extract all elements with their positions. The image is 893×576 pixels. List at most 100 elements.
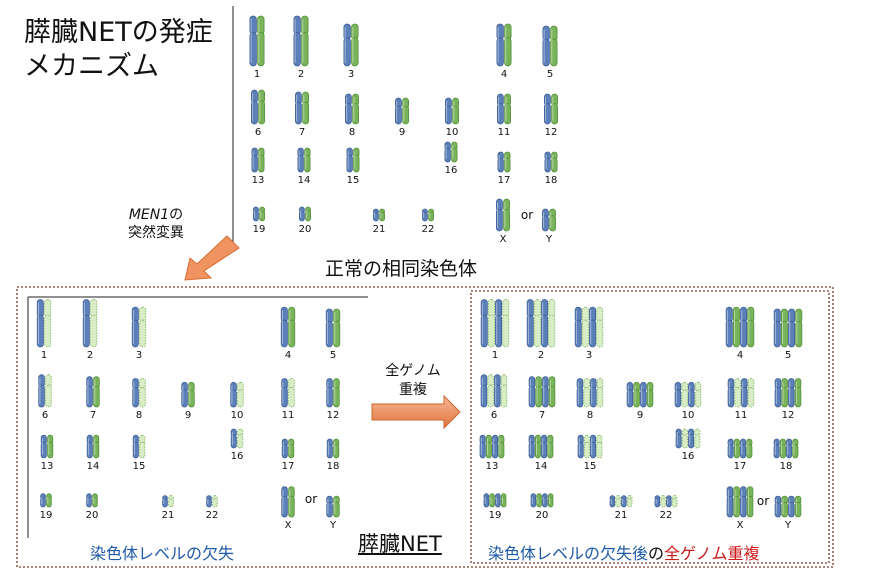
normal-chr20-1 — [298, 206, 305, 222]
deletion-chr12-2 — [333, 378, 340, 408]
deletion-karyotype — [36, 299, 341, 518]
wgd-chr3-1 — [574, 306, 582, 348]
wgd-chrY-2 — [781, 495, 788, 518]
wgd-chr8-4 — [596, 378, 604, 408]
wgd-chr21-3 — [621, 495, 627, 508]
deletion-chr17-1 — [281, 438, 288, 459]
normal-chr14-1 — [297, 147, 304, 173]
deletion-label-Y: Y — [329, 520, 337, 531]
wgd-chr20-4 — [547, 493, 554, 508]
normal-label-8: 8 — [348, 127, 356, 138]
wgd-chr2-1 — [526, 299, 534, 348]
wgd-chr22-1 — [654, 495, 661, 508]
normal-chr21-2 — [379, 208, 386, 222]
wgd-chr13-1 — [479, 434, 486, 459]
deletion-chr16-2 — [237, 428, 244, 449]
normal-chr7-2 — [302, 91, 310, 125]
pnet-label: 膵臓NET — [354, 528, 446, 558]
gene-suffix: の — [169, 207, 184, 223]
normal-chr3-1 — [343, 23, 351, 67]
deletion-label-5: 5 — [329, 350, 337, 361]
deletion-chr7-2 — [93, 376, 100, 408]
outer-dotted-frame — [16, 286, 834, 568]
normal-chr5-1 — [542, 25, 550, 67]
wgd-chr18-1 — [773, 438, 780, 459]
normal-label-2: 2 — [297, 69, 305, 80]
deletion-chr21-1 — [162, 495, 168, 508]
normal-label-14: 14 — [297, 175, 311, 186]
wgd-chr11-4 — [747, 378, 755, 408]
normal-chr1-2 — [257, 15, 265, 67]
normal-caption: 正常の相同染色体 — [325, 258, 478, 280]
normal-label-18: 18 — [544, 175, 558, 186]
wgd-chr18-4 — [792, 438, 799, 459]
normal-chr17-1 — [497, 151, 504, 173]
normal-chr2-2 — [301, 15, 309, 67]
wgd-chrX-4 — [746, 486, 754, 518]
wgd-chr10-4 — [694, 381, 702, 408]
deletion-chr15-2 — [139, 434, 146, 459]
wgd-chr18-3 — [786, 438, 793, 459]
normal-chr20-2 — [305, 206, 312, 222]
wgd-label-1: 1 — [491, 350, 499, 361]
wgd-chr3-2 — [581, 306, 589, 348]
normal-chr2-1 — [293, 15, 301, 67]
normal-chrX-2 — [503, 198, 511, 232]
normal-label-11: 11 — [497, 127, 511, 138]
deletion-label-8: 8 — [135, 410, 143, 421]
wgd-label-3: 3 — [585, 350, 593, 361]
wgd-chr21-4 — [626, 495, 633, 508]
deletion-chr14-2 — [93, 434, 100, 459]
normal-chr18-1 — [544, 151, 551, 173]
normal-chr14-2 — [304, 147, 311, 173]
deletion-chr4-2 — [288, 306, 296, 348]
mutation-type: 突然変異 — [128, 225, 184, 241]
normal-label-20: 20 — [298, 224, 312, 235]
normal-chr22-1 — [421, 208, 428, 222]
deletion-chr21-2 — [168, 495, 174, 508]
wgd-chr2-4 — [548, 299, 556, 348]
wgd-chr17-1 — [727, 438, 734, 459]
normal-chr15-2 — [353, 147, 360, 173]
wgd-chr6-2 — [487, 374, 494, 408]
wgd-label-5: 5 — [784, 350, 792, 361]
normal-chr12-1 — [544, 93, 551, 125]
deletion-chr5-1 — [325, 308, 333, 348]
deletion-label-X: X — [284, 520, 292, 531]
wgd-chr5-4 — [795, 308, 803, 348]
normal-or-label: or — [520, 208, 534, 222]
deletion-chr10-1 — [230, 381, 237, 408]
deletion-chrX-1 — [281, 486, 288, 518]
deletion-chr4-1 — [280, 306, 288, 348]
normal-label-5: 5 — [546, 69, 554, 80]
normal-chr10-2 — [452, 97, 460, 125]
wgd-chr5-3 — [788, 308, 796, 348]
deletion-chrX-2 — [288, 486, 295, 518]
wgd-chr10-3 — [688, 381, 695, 408]
wgd-label-X: X — [736, 520, 744, 531]
wgd-label-18: 18 — [779, 461, 793, 472]
normal-chr9-1 — [394, 97, 402, 125]
deletion-label-9: 9 — [184, 410, 192, 421]
deletion-label-19: 19 — [39, 510, 53, 521]
mutation-label: MEN1の 突然変異 — [128, 206, 184, 242]
wgd-chr4-3 — [740, 306, 748, 348]
normal-chr13-1 — [251, 147, 258, 173]
wgd-caption: 染色体レベルの欠失後の全ゲノム重複 — [488, 540, 760, 564]
wgd-label-2: 2 — [537, 350, 545, 361]
wgd-chr13-4 — [498, 434, 505, 459]
wgd-chr1-1 — [480, 299, 488, 348]
wgd-chr16-4 — [694, 428, 701, 449]
normal-chrY-1 — [542, 208, 549, 232]
wgd-chr16-2 — [681, 428, 688, 449]
wgd-chr20-3 — [542, 493, 548, 508]
normal-chr4-2 — [504, 23, 512, 67]
wgd-chr9-4 — [646, 381, 654, 408]
deletion-chr6-1 — [38, 374, 45, 408]
wgd-chr19-2 — [489, 493, 495, 508]
wgd-label-14: 14 — [534, 461, 548, 472]
wgd-label-21: 21 — [614, 510, 628, 521]
wgd-chr1-4 — [502, 299, 510, 348]
deletion-label-16: 16 — [230, 451, 244, 462]
wgd-chrY-4 — [794, 495, 802, 518]
